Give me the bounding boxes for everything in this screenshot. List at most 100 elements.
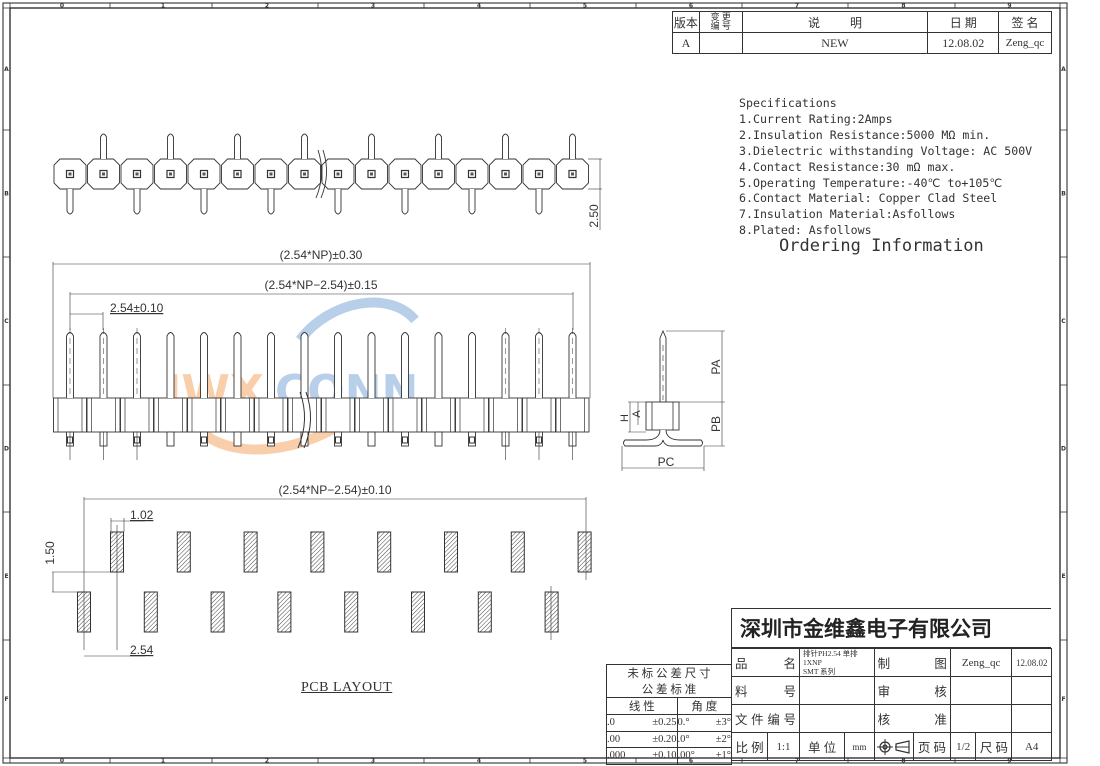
angular-precision: 0.° (676, 714, 706, 732)
front-pin-foot (469, 436, 475, 444)
product-name-label-text: 品 名 (735, 657, 796, 671)
tolerance-row: .000 ±0.10 .00° ±1° (606, 747, 732, 765)
watermark-swoosh-blue (296, 297, 419, 344)
top-pin-dot (169, 172, 172, 176)
top-pin-dot (403, 172, 407, 176)
grid-col-label: 2 (265, 758, 269, 765)
pcb-dim-span: (2.54*NP−2.54)±0.10 (279, 483, 392, 497)
top-pin-lead-down (133, 189, 141, 215)
side-view: PA PB PC H A (619, 329, 725, 471)
top-pin-dot (571, 172, 574, 176)
front-pin (200, 332, 208, 398)
grid-row-label: E (4, 573, 8, 580)
top-pin-square (166, 169, 175, 179)
approved-label: 核 准 (873, 704, 951, 733)
front-pin-foot (335, 436, 341, 444)
grid-col-label: 7 (795, 3, 799, 10)
front-pin (401, 332, 409, 398)
top-pin-lead-down (66, 189, 74, 215)
top-pin-square (501, 169, 510, 179)
part-no-value (799, 676, 875, 705)
top-pin-square (65, 169, 75, 179)
front-housing (388, 397, 422, 433)
front-pin (267, 332, 275, 398)
pcb-pad-bottom (544, 591, 559, 633)
front-pin (233, 332, 242, 398)
top-pin-dot (269, 172, 273, 176)
front-pin-stub (434, 431, 443, 447)
revision-date: 12.08.02 (927, 32, 1000, 54)
grid-row-label: D (4, 446, 9, 453)
grid-row-label: B (1061, 191, 1066, 198)
grid-col-label: 6 (689, 3, 693, 10)
drawn-by: Zeng_qc (949, 648, 1013, 677)
break-mark (320, 149, 327, 199)
top-pin-dot (202, 172, 206, 176)
front-housing (153, 397, 188, 433)
scale-label: 比 例 (730, 732, 769, 761)
linear-precision: .000 (606, 747, 638, 765)
pcb-pad-top (176, 531, 191, 573)
front-housing (488, 397, 523, 433)
front-pin-stub (233, 431, 242, 447)
angular-tol: ±1° (705, 747, 732, 765)
break-mark (303, 391, 311, 449)
checked-value (949, 676, 1013, 705)
grid-col-label: 7 (795, 758, 799, 765)
approved-value (949, 704, 1013, 733)
angular-tol: ±3° (705, 714, 732, 732)
header-signature: 签 名 (998, 11, 1052, 33)
grid-row-label: A (4, 66, 9, 73)
size-value: A4 (1011, 732, 1052, 761)
top-pin-dot (537, 172, 541, 176)
product-name-value: 排针PH2.54 单排 1XNP SMT 系列 (799, 648, 875, 677)
revision-description: NEW (741, 32, 929, 54)
break-mark (315, 149, 322, 199)
spec-item: 6.Contact Material: Copper Clad Steel (739, 191, 998, 206)
front-housing (354, 397, 389, 433)
spec-item: 1.Current Rating:2Amps (739, 111, 893, 126)
header-description: 说 明 (741, 11, 929, 33)
tolerance-title-1: 未 标 公 差 尺 寸 (606, 664, 732, 681)
page-value: 1/2 (949, 732, 977, 761)
grid-row-label: C (1061, 318, 1066, 325)
doc-no-value (799, 704, 875, 733)
front-housing (86, 397, 121, 433)
outer-frame (2, 2, 1068, 764)
top-pin-lead-up (435, 133, 442, 159)
dim-pb: PB (709, 416, 723, 432)
angular-precision: .0° (676, 730, 706, 748)
grid-col-label: 0 (60, 3, 64, 10)
top-pin-square (434, 169, 443, 179)
pcb-pad-top (510, 531, 525, 573)
front-pin-stub (468, 431, 476, 447)
pcb-pad-top (243, 531, 258, 573)
pcb-pad-bottom (143, 591, 158, 633)
revision-change-no (698, 32, 743, 54)
top-pin-lead-up (100, 133, 107, 159)
front-housing (421, 397, 456, 433)
top-pin-square (568, 169, 577, 179)
top-pin-dot (68, 172, 72, 176)
company-name: 深圳市金维鑫电子有限公司 (731, 608, 1051, 648)
checked-label: 审 核 (873, 676, 951, 705)
angular-header: 角 度 (676, 697, 733, 715)
top-pin-square (132, 169, 142, 179)
side-housing (645, 401, 680, 431)
top-pin-dot (135, 172, 139, 176)
grid-row-label: E (1061, 573, 1065, 580)
front-pin-stub (367, 431, 376, 447)
dim-span: (2.54*NP−2.54)±0.15 (265, 278, 378, 292)
linear-tol: ±0.20 (637, 730, 678, 748)
top-pin-square (266, 169, 276, 179)
top-pin-lead-down (267, 189, 275, 215)
front-pin-stub (200, 431, 208, 447)
approved-extra (1011, 704, 1052, 733)
front-housing (254, 397, 288, 433)
grid-col-label: 9 (1007, 3, 1011, 10)
spec-item: 4.Contact Resistance:30 mΩ max. (739, 159, 956, 174)
top-pin-lead-down (535, 189, 543, 215)
angular-tol: ±2° (705, 730, 732, 748)
top-pin-square (367, 169, 376, 179)
